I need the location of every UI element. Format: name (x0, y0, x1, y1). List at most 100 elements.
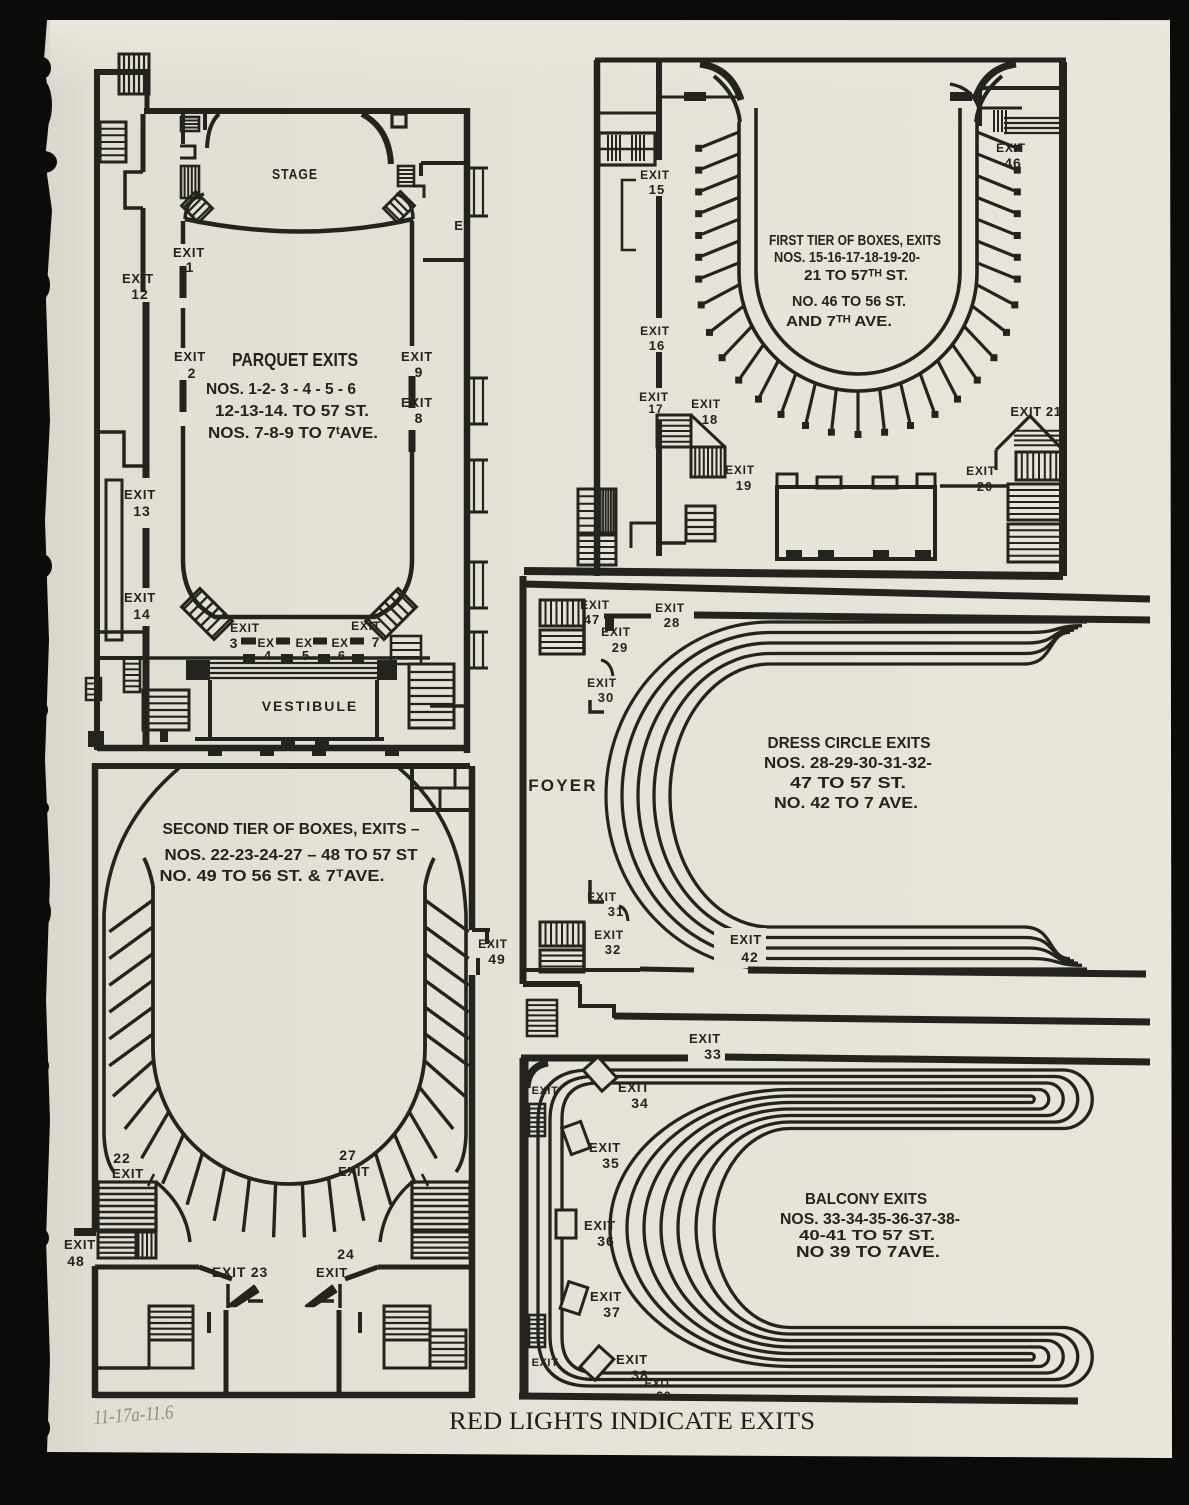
svg-text:48: 48 (67, 1253, 85, 1269)
svg-text:EXIT: EXIT (122, 271, 154, 286)
svg-text:EXIT: EXIT (587, 676, 617, 690)
svg-text:40-41 TO 57 ST.: 40-41 TO 57 ST. (799, 1227, 935, 1244)
svg-text:3: 3 (230, 635, 239, 651)
svg-text:42: 42 (741, 949, 759, 965)
svg-text:EXIT: EXIT (655, 601, 685, 615)
svg-text:VESTIBULE: VESTIBULE (262, 698, 359, 714)
svg-text:38: 38 (631, 1367, 649, 1383)
svg-text:4: 4 (264, 648, 272, 663)
svg-text:EXIT: EXIT (966, 464, 996, 478)
svg-text:18: 18 (702, 412, 718, 427)
svg-text:EXIT: EXIT (645, 1378, 672, 1390)
svg-text:12: 12 (131, 286, 149, 302)
svg-text:DRESS CIRCLE EXITS: DRESS CIRCLE EXITS (768, 735, 931, 752)
svg-text:EX: EX (257, 636, 274, 650)
svg-text:EXIT: EXIT (174, 349, 206, 364)
svg-text:STAGE: STAGE (272, 166, 318, 183)
svg-text:24: 24 (337, 1246, 355, 1262)
svg-text:FOYER: FOYER (528, 776, 598, 795)
svg-text:NOS. 7-8-9 TO 7ᵗAVE.: NOS. 7-8-9 TO 7ᵗAVE. (208, 425, 378, 442)
svg-text:EXIT: EXIT (230, 621, 260, 635)
svg-text:EXIT: EXIT (691, 397, 721, 411)
svg-text:NOS. 1-2- 3 - 4 - 5 - 6: NOS. 1-2- 3 - 4 - 5 - 6 (206, 381, 356, 398)
svg-text:EXIT: EXIT (532, 1085, 559, 1097)
svg-text:31: 31 (608, 904, 624, 919)
svg-text:EXIT: EXIT (639, 390, 669, 404)
svg-text:5: 5 (302, 648, 310, 663)
svg-text:34: 34 (631, 1095, 649, 1111)
svg-text:36: 36 (597, 1233, 615, 1249)
svg-text:21 TO 57ᵀᴴ ST.: 21 TO 57ᵀᴴ ST. (804, 267, 908, 284)
svg-text:27: 27 (339, 1147, 357, 1163)
svg-text:EXIT: EXIT (587, 890, 617, 904)
svg-text:7: 7 (372, 634, 381, 650)
svg-text:RED LIGHTS INDICATE EXITS: RED LIGHTS INDICATE EXITS (449, 1408, 815, 1435)
svg-text:30: 30 (598, 690, 614, 705)
svg-text:PARQUET EXITS: PARQUET EXITS (232, 350, 358, 370)
svg-text:49: 49 (488, 951, 506, 967)
svg-text:EXIT: EXIT (601, 625, 631, 639)
svg-text:47: 47 (584, 612, 600, 627)
svg-text:EXIT: EXIT (112, 1166, 144, 1181)
svg-text:47 TO 57 ST.: 47 TO 57 ST. (790, 775, 906, 792)
svg-text:28: 28 (664, 615, 680, 630)
svg-text:EXIT: EXIT (401, 395, 433, 410)
svg-text:EXIT: EXIT (124, 590, 156, 605)
svg-text:EXIT: EXIT (584, 1218, 616, 1233)
svg-text:33: 33 (704, 1046, 722, 1062)
svg-text:EXIT: EXIT (580, 598, 610, 612)
svg-text:NO 39 TO 7AVE.: NO 39 TO 7AVE. (796, 1244, 940, 1261)
svg-text:EXIT: EXIT (173, 245, 205, 260)
svg-text:AND 7ᵀᴴ AVE.: AND 7ᵀᴴ AVE. (786, 313, 892, 330)
svg-text:1: 1 (186, 259, 195, 275)
svg-text:EXIT: EXIT (725, 463, 755, 477)
svg-text:EXIT: EXIT (338, 1164, 370, 1179)
svg-text:EXIT: EXIT (616, 1352, 648, 1367)
svg-text:EXIT: EXIT (689, 1031, 721, 1046)
svg-text:17: 17 (648, 402, 663, 416)
svg-text:16: 16 (649, 338, 665, 353)
svg-text:EX: EX (295, 636, 312, 650)
svg-text:SECOND TIER OF BOXES, EXITS –: SECOND TIER OF BOXES, EXITS – (163, 821, 420, 838)
svg-text:14: 14 (133, 606, 151, 622)
svg-text:EXIT 23: EXIT 23 (212, 1264, 268, 1280)
svg-text:EXIT: EXIT (590, 1289, 622, 1304)
svg-text:29: 29 (612, 640, 628, 655)
svg-text:8: 8 (415, 410, 424, 426)
svg-text:NOS. 15-16-17-18-19-20-: NOS. 15-16-17-18-19-20- (774, 249, 920, 266)
svg-text:NO. 42 TO 7 AVE.: NO. 42 TO 7 AVE. (774, 795, 918, 812)
svg-text:EXIT: EXIT (594, 928, 624, 942)
svg-text:15: 15 (649, 182, 665, 197)
svg-text:EXIT: EXIT (640, 324, 670, 338)
svg-text:37: 37 (603, 1304, 621, 1320)
svg-text:NOS. 22-23-24-27 – 48 TO 57 ST: NOS. 22-23-24-27 – 48 TO 57 ST (165, 847, 418, 864)
svg-text:13: 13 (133, 503, 151, 519)
svg-text:NO. 46 TO 56 ST.: NO. 46 TO 56 ST. (792, 293, 906, 310)
svg-text:EXIT: EXIT (640, 168, 670, 182)
svg-text:19: 19 (736, 478, 752, 493)
svg-text:EXIT: EXIT (64, 1237, 96, 1252)
svg-text:NOS. 28-29-30-31-32-: NOS. 28-29-30-31-32- (764, 755, 932, 772)
svg-text:E: E (454, 218, 463, 233)
svg-text:EXIT: EXIT (730, 932, 762, 947)
svg-text:EXIT: EXIT (401, 349, 433, 364)
svg-text:FIRST TIER OF BOXES, EXITS: FIRST TIER OF BOXES, EXITS (769, 232, 941, 249)
svg-text:32: 32 (605, 942, 621, 957)
svg-text:22: 22 (113, 1150, 131, 1166)
svg-text:EXIT 21: EXIT 21 (1010, 404, 1061, 419)
svg-text:35: 35 (602, 1155, 620, 1171)
svg-text:EXIT: EXIT (589, 1140, 621, 1155)
svg-text:NO. 49 TO 56 ST. & 7ᵀAVE.: NO. 49 TO 56 ST. & 7ᵀAVE. (160, 868, 385, 885)
svg-text:EXIT: EXIT (124, 487, 156, 502)
svg-text:BALCONY EXITS: BALCONY EXITS (805, 1191, 927, 1208)
svg-text:9: 9 (415, 364, 424, 380)
svg-text:EX: EX (331, 636, 348, 650)
svg-text:NOS. 33-34-35-36-37-38-: NOS. 33-34-35-36-37-38- (780, 1211, 960, 1228)
svg-text:EXIT: EXIT (478, 937, 508, 951)
svg-text:EXIT: EXIT (532, 1357, 559, 1369)
svg-text:EXIT: EXIT (316, 1265, 348, 1280)
svg-text:EXIT: EXIT (351, 619, 381, 633)
svg-text:2: 2 (188, 365, 197, 381)
svg-text:EXIT: EXIT (618, 1080, 650, 1095)
svg-text:12-13-14. TO 57 ST.: 12-13-14. TO 57 ST. (215, 403, 369, 420)
